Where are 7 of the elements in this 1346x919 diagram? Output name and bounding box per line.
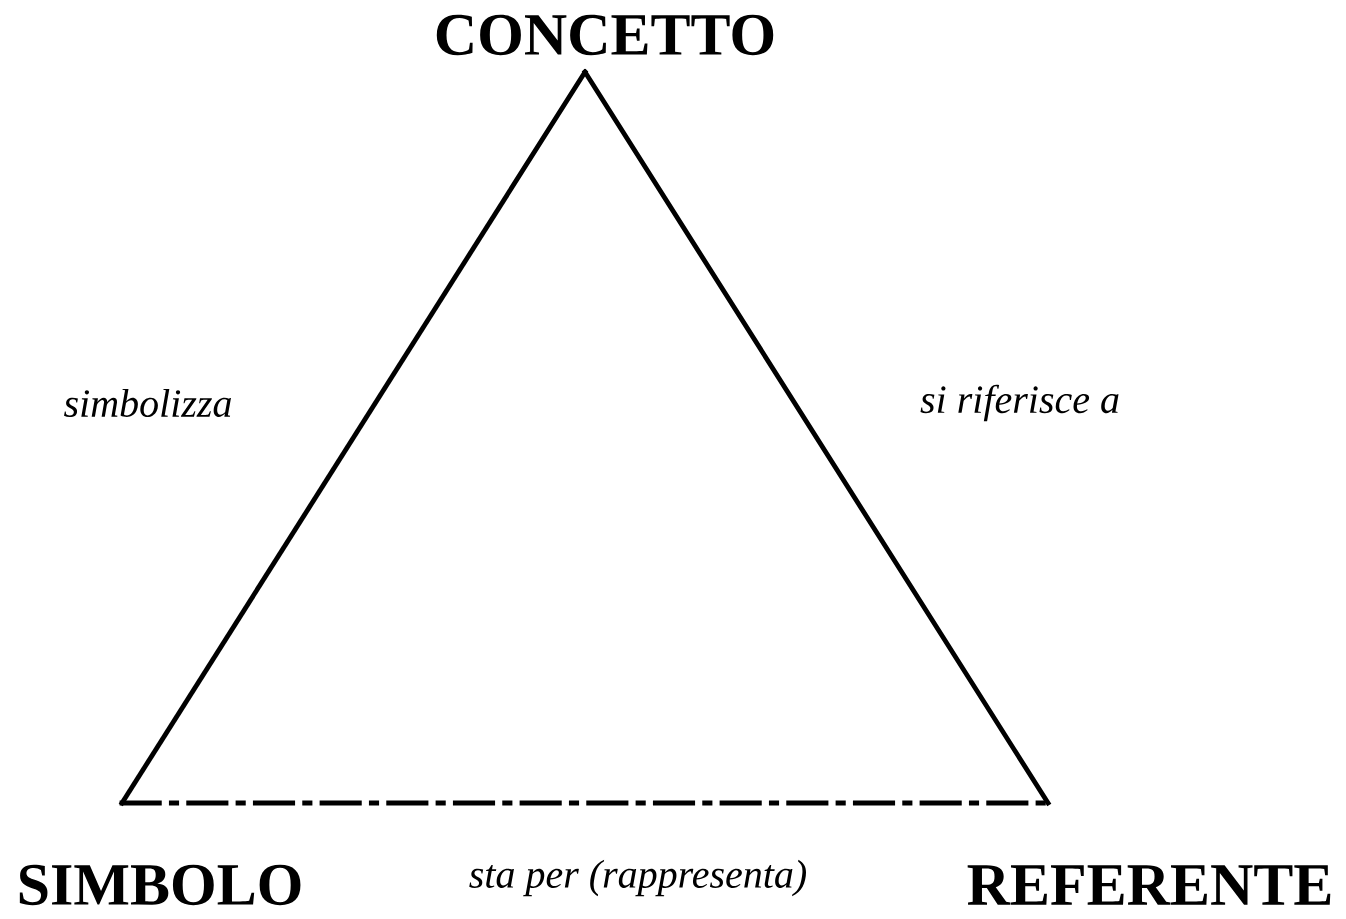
edge-label: si riferisce a	[917, 382, 1123, 424]
vertex-label: REFERENTE	[967, 865, 1331, 905]
vertex-label: SIMBOLO	[19, 864, 301, 906]
vertex-label: CONCETTO	[436, 14, 774, 56]
edge-label: sta per (rappresenta)	[466, 857, 810, 899]
edge-label: simbolizza	[60, 386, 236, 420]
triangle-side	[582, 69, 1051, 806]
